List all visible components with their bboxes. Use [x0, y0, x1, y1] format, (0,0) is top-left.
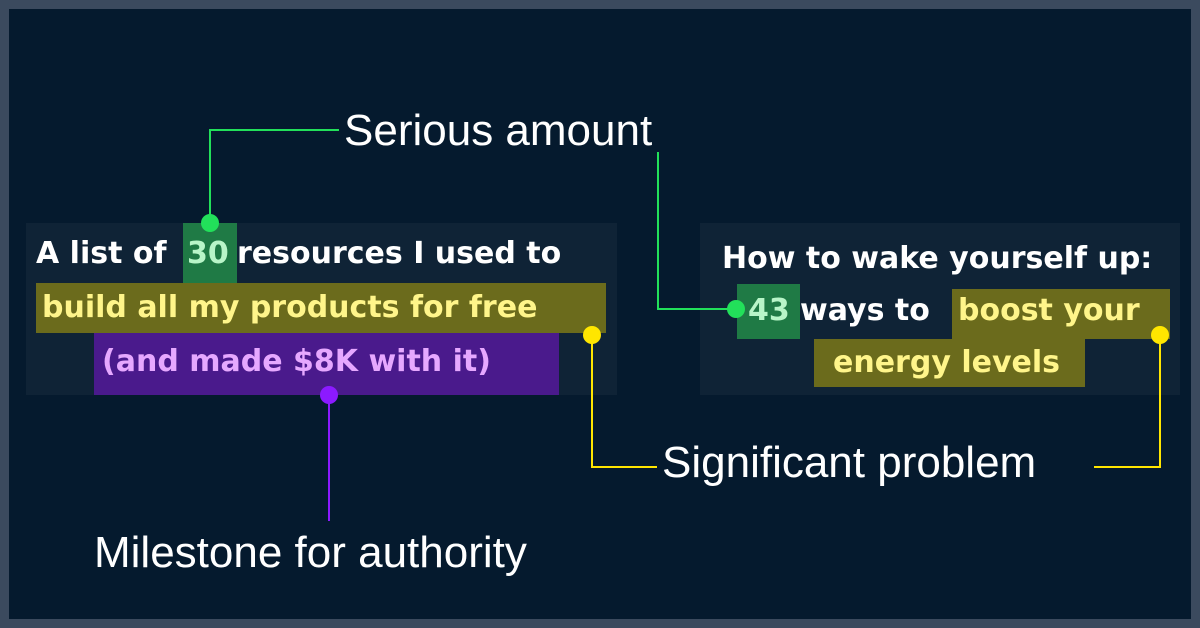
headline-problem-text: energy levels [833, 345, 1060, 380]
left-headline-card: A list of 30 resources I used to build a… [26, 223, 617, 395]
label-milestone: Milestone for authority [94, 528, 527, 577]
label-significant-problem: Significant problem [662, 438, 1037, 487]
number-highlight [737, 284, 800, 339]
headline-text: A list of [36, 236, 167, 271]
problem-highlight [952, 289, 1170, 339]
headline-milestone-text: (and made $8K with it) [102, 344, 491, 379]
connector-problem-left [591, 335, 657, 468]
connector-dot [320, 386, 338, 404]
headline-text: resources I used to [237, 236, 562, 271]
connector-serious-left [209, 129, 339, 223]
headline-problem-text: build all my products for free [42, 290, 538, 325]
connectors [201, 129, 1169, 521]
milestone-highlight [94, 333, 559, 395]
headline-problem-text: boost your [958, 293, 1140, 328]
headline-text: ways to [800, 293, 930, 328]
connector-dot [727, 300, 745, 318]
connector-dot [201, 214, 219, 232]
headline-text: How to wake yourself up: [722, 241, 1153, 276]
connector-dot [583, 326, 601, 344]
problem-highlight [36, 283, 606, 333]
connector-serious-right [657, 152, 736, 310]
connector-problem-right [1094, 335, 1161, 468]
headline-number: 30 [187, 236, 229, 271]
connector-dot [1151, 326, 1169, 344]
problem-highlight [814, 339, 1085, 387]
number-highlight [183, 223, 237, 283]
headline-number: 43 [748, 293, 790, 328]
label-serious-amount: Serious amount [344, 106, 653, 155]
right-headline-card: How to wake yourself up: 43 ways to boos… [700, 223, 1180, 395]
